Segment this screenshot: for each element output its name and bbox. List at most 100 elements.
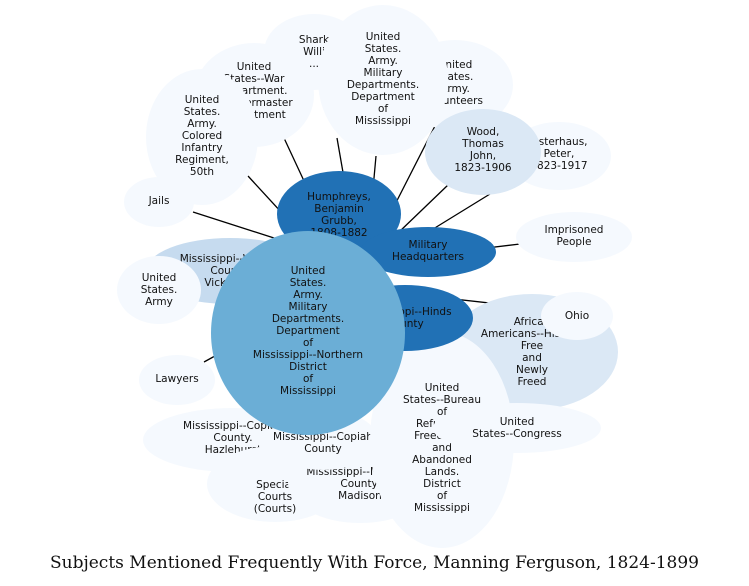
node-label-line: Departments. [272,313,344,325]
node-bubble [211,231,405,435]
node-label-line: People [557,236,592,248]
node-label-line: States. [365,43,402,55]
node-label-line: Peter, [544,148,575,160]
node-bubble [124,177,194,227]
connection-line [397,183,450,234]
node-label-line: Special [256,479,294,491]
node-label-line: John, [469,150,496,162]
node-label-line: Courts [258,491,292,503]
node-bubble [425,109,541,195]
node-label-line: United [500,416,535,428]
node-bubble [318,5,448,155]
node-label-line: Ohio [565,310,589,322]
node-label-line: Colored [182,130,222,142]
node-label-line: of [303,373,313,385]
node-bubble [516,212,632,262]
node-label-line: Jails [148,195,170,207]
node-label-line: African [514,316,551,328]
node-bubble [360,227,496,277]
node-label: Osterhaus,Peter,1823-1917 [530,136,587,172]
node-bubble [370,332,514,548]
node-label-line: Mississippi [355,115,411,127]
node-label-line: United [425,382,460,394]
node-bubble [541,292,613,340]
node-label-line: County. [340,478,379,490]
subject-node-lawyers: Lawyers [139,355,215,405]
node-label-line: States--Congress [472,428,561,440]
node-label: Ohio [565,310,589,322]
node-label-line: 1823-1906 [454,162,512,174]
node-label-line: Shark [299,34,330,46]
node-label-line: Lands. [425,466,459,478]
node-label-line: Freed [518,376,547,388]
node-label-line: Willi [303,46,325,58]
node-label-line: District [289,361,327,373]
node-label-line: United [185,94,220,106]
node-label-line: District [423,478,461,490]
node-label-line: Regiment, [175,154,229,166]
node-label-line: Military [364,67,403,79]
node-label-line: Madison [338,490,382,502]
node-label-line: Department [351,91,415,103]
node-label-line: Mississippi [280,385,336,397]
node-label-line: of [437,490,447,502]
node-label-line: Free [521,340,543,352]
node-label-line: Benjamin [314,203,363,215]
node-label-line: Osterhaus, [531,136,588,148]
node-label-line: Department [276,325,340,337]
node-label-line: Mississippi--Northern [253,349,363,361]
node-label-line: Humphreys, [307,191,371,203]
node-label-line: Mississippi [414,502,470,514]
node-bubble [433,403,601,453]
node-label-line: Abandoned [412,454,472,466]
subject-node-ohio: Ohio [541,292,613,340]
node-label-line: Army. [293,289,323,301]
node-label-line: Mississippi--Copiah [183,420,283,432]
node-label-line: ... [309,58,319,70]
node-bubble [117,256,201,324]
node-label-line: United [291,265,326,277]
node-label-line: and [432,442,452,454]
node-label-line: United [142,272,177,284]
node-label-line: States. [290,277,327,289]
node-label-line: of [378,103,388,115]
node-label-line: Departments. [347,79,419,91]
node-label-line: States. [141,284,178,296]
node-label-line: States--War [224,73,286,85]
node-label-line: 50th [190,166,214,178]
node-label-line: County [304,443,341,455]
node-label-line: Military [409,239,448,251]
node-label-line: of [437,406,447,418]
subject-node-jails: Jails [124,177,194,227]
diagram-caption: Subjects Mentioned Frequently With Force… [50,553,699,573]
node-label-line: Headquarters [392,251,464,263]
node-label-line: States. [184,106,221,118]
node-label-line: Grubb, [321,215,357,227]
node-label-line: Military [289,301,328,313]
node-label-line: Army [145,296,173,308]
node-label-line: of [303,337,313,349]
node-label-line: Infantry [181,142,222,154]
node-label-line: States--Bureau [403,394,481,406]
node-label-line: Newly [516,364,548,376]
node-label-line: County. [213,432,252,444]
node-label-line: United [366,31,401,43]
node-label-line: Army. [187,118,217,130]
node-label-line: (Courts) [254,503,297,515]
node-label-line: United [237,61,272,73]
